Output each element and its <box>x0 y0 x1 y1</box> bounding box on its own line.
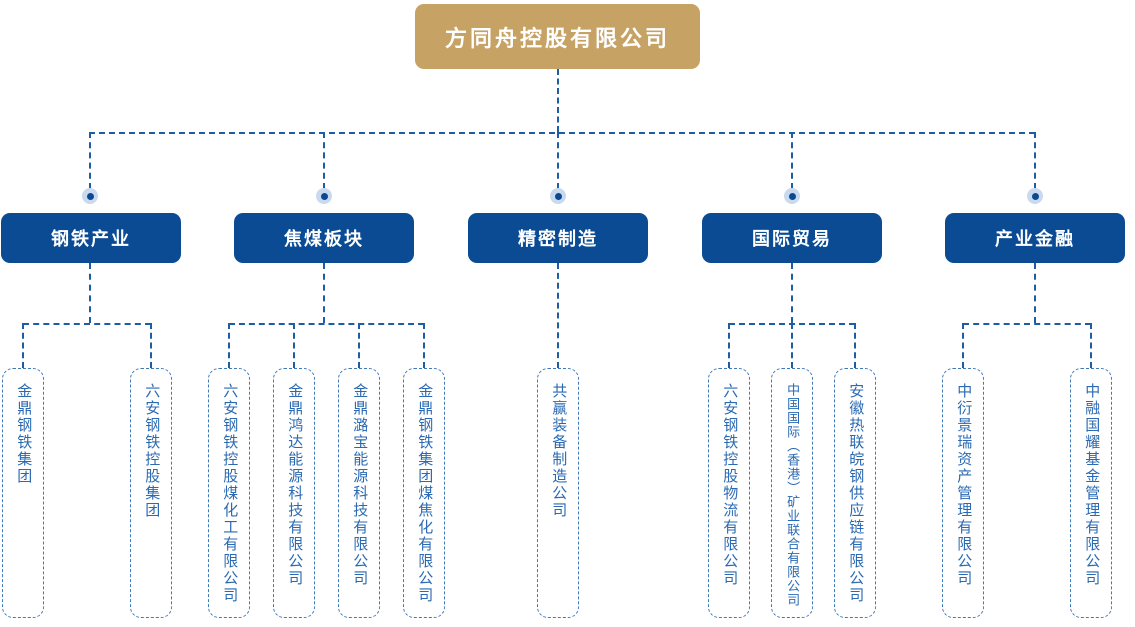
subsidiary-node: 六安钢铁控股煤化工有限公司 <box>208 368 250 618</box>
subsidiary-label: 共赢装备制造公司 <box>550 383 568 519</box>
connector-dot <box>1027 188 1043 204</box>
connector-line <box>791 263 793 323</box>
subsidiary-label: 金鼎潞宝能源科技有限公司 <box>351 383 369 587</box>
connector-line <box>229 323 424 325</box>
connector-line <box>323 132 325 189</box>
connector-line <box>423 323 425 368</box>
subsidiary-label: 中国国际（香港）矿业联合有限公司 <box>785 383 801 607</box>
connector-line <box>358 323 360 368</box>
connector-line <box>22 323 24 368</box>
connector-line <box>854 323 856 368</box>
subsidiary-label: 六安钢铁控股煤化工有限公司 <box>221 383 239 604</box>
connector-dot <box>784 188 800 204</box>
subsidiary-node: 安徽热联皖钢供应链有限公司 <box>834 368 876 618</box>
connector-line <box>150 323 152 368</box>
subsidiary-label: 六安钢铁控股物流有限公司 <box>721 383 739 587</box>
branch-node-precision-manufacturing: 精密制造 <box>468 213 648 263</box>
connector-line <box>1034 263 1036 323</box>
subsidiary-node: 中衍景瑞资产管理有限公司 <box>942 368 984 618</box>
connector-line <box>89 132 1035 134</box>
connector-line <box>557 263 559 368</box>
connector-line <box>963 323 1091 325</box>
subsidiary-label: 金鼎鸿达能源科技有限公司 <box>286 383 304 587</box>
subsidiary-node: 中融国耀基金管理有限公司 <box>1070 368 1112 618</box>
subsidiary-node: 六安钢铁控股物流有限公司 <box>708 368 750 618</box>
connector-dot <box>316 188 332 204</box>
connector-dot <box>82 188 98 204</box>
subsidiary-node: 金鼎鸿达能源科技有限公司 <box>273 368 315 618</box>
subsidiary-node: 金鼎潞宝能源科技有限公司 <box>338 368 380 618</box>
subsidiary-label: 安徽热联皖钢供应链有限公司 <box>847 383 865 604</box>
connector-line <box>89 263 91 323</box>
subsidiary-node: 六安钢铁控股集团 <box>130 368 172 618</box>
connector-dot <box>550 188 566 204</box>
subsidiary-label: 金鼎钢铁集团煤焦化有限公司 <box>416 383 434 604</box>
connector-line <box>23 323 151 325</box>
root-company-node: 方同舟控股有限公司 <box>415 4 700 69</box>
connector-dot-core <box>788 192 796 200</box>
connector-line <box>557 132 559 189</box>
connector-line <box>89 132 91 189</box>
connector-line <box>1090 323 1092 368</box>
connector-line <box>323 263 325 323</box>
branch-node-coking-coal: 焦煤板块 <box>234 213 414 263</box>
connector-line <box>228 323 230 368</box>
subsidiary-label: 六安钢铁控股集团 <box>143 383 161 519</box>
subsidiary-node: 金鼎钢铁集团煤焦化有限公司 <box>403 368 445 618</box>
connector-dot-core <box>1031 192 1039 200</box>
subsidiary-label: 中融国耀基金管理有限公司 <box>1083 383 1101 587</box>
subsidiary-label: 金鼎钢铁集团 <box>15 383 33 485</box>
connector-line <box>791 323 793 368</box>
branch-node-international-trade: 国际贸易 <box>702 213 882 263</box>
subsidiary-node: 中国国际（香港）矿业联合有限公司 <box>771 368 813 618</box>
connector-line <box>728 323 730 368</box>
connector-line <box>1034 132 1036 189</box>
subsidiary-node: 金鼎钢铁集团 <box>2 368 44 618</box>
connector-line <box>557 69 559 132</box>
subsidiary-node: 共赢装备制造公司 <box>537 368 579 618</box>
connector-line <box>962 323 964 368</box>
branch-node-industrial-finance: 产业金融 <box>945 213 1125 263</box>
connector-dot-core <box>320 192 328 200</box>
connector-dot-core <box>554 192 562 200</box>
connector-line <box>293 323 295 368</box>
subsidiary-label: 中衍景瑞资产管理有限公司 <box>955 383 973 587</box>
connector-dot-core <box>86 192 94 200</box>
connector-line <box>791 132 793 189</box>
branch-node-steel: 钢铁产业 <box>1 213 181 263</box>
